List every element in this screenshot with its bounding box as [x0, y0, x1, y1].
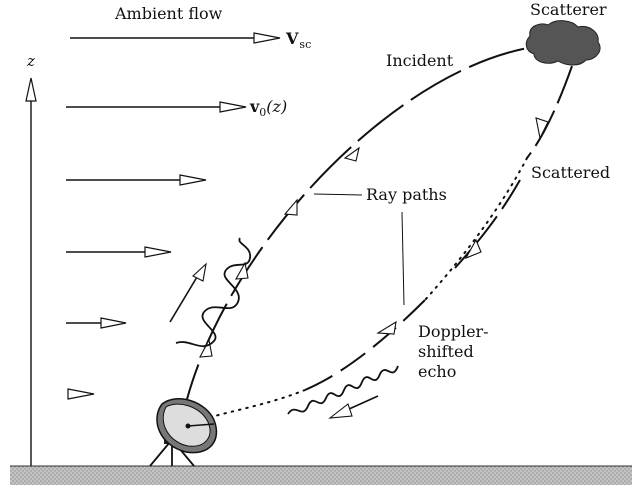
z-axis-label: z: [26, 52, 35, 70]
incident-ray-arrowheads: [200, 148, 359, 357]
doppler-echo-label: Doppler- shifted echo: [418, 322, 494, 381]
flow-arrow-5: [66, 318, 126, 328]
ambient-flow-label: Ambient flow: [114, 4, 223, 23]
scattered-label: Scattered: [531, 163, 610, 182]
scatterer-label: Scatterer: [530, 0, 607, 19]
flow-arrow-3: [66, 175, 206, 185]
scatterer-blob: [526, 21, 600, 65]
outgoing-wave-packet: [170, 238, 250, 346]
incident-ray-path: [182, 48, 528, 420]
echo-wave-packet: [288, 366, 398, 418]
flow-arrow-6: [68, 389, 94, 399]
radar-dish: [150, 399, 216, 466]
scattered-ray-path-return: [305, 300, 425, 390]
scattered-ray-path-upper: [527, 66, 572, 158]
v0-label: v0(z): [249, 97, 287, 119]
scattered-ray-path-lower: [455, 180, 520, 268]
scattered-ray-path-return-dotted: [200, 390, 305, 420]
scattered-ray-path-dotted: [425, 158, 527, 300]
ambient-flow-arrows: [66, 33, 280, 399]
flow-arrow-vsc: [70, 33, 280, 43]
incident-label: Incident: [386, 51, 454, 70]
ray-paths-leader-scattered: [402, 212, 404, 305]
ray-paths-label: Ray paths: [366, 185, 447, 204]
flow-arrow-4: [66, 247, 171, 257]
ray-paths-leader-incident: [314, 194, 362, 195]
flow-arrow-v0: [66, 102, 246, 112]
v-sc-label: Vsc: [285, 29, 311, 51]
z-axis: z: [26, 52, 36, 466]
ground: [10, 466, 632, 485]
